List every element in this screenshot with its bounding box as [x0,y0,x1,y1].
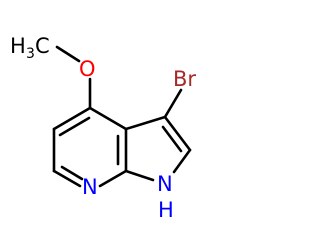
bond-c2-n1 [172,148,192,174]
methyl-c-label: C [35,34,50,58]
bond-c4a-c3 [124,115,167,131]
bond-c6-n7 [52,169,82,188]
bond-c3-c2-inner [161,125,183,153]
bond-ch3-o [55,45,81,63]
bonds [52,45,192,188]
methyl-h-label: H [10,34,26,58]
structure-svg: H 3 C O Br N N H [10,34,196,222]
methyl-subscript: 3 [26,46,35,62]
bond-c4-c4a [88,106,128,131]
bond-c6-n7-inner [60,165,84,181]
bond-n1-c7a [124,169,155,182]
atom-labels: H 3 C O Br N N H [10,34,196,222]
bromine-label: Br [173,67,196,91]
pyrrole-nitrogen-label: N [157,172,173,196]
bond-c3-c2 [163,115,192,152]
bond-c4-c5 [52,106,92,131]
bond-n7-c7a [98,169,128,188]
bond-c4-c5-inner [58,116,91,137]
pyridine-nitrogen-label: N [82,175,98,199]
pyrrole-hydrogen-label: H [158,198,174,222]
molecule-diagram: H 3 C O Br N N H [10,34,197,222]
bond-c3-br [163,88,183,119]
oxygen-label: O [79,57,96,81]
